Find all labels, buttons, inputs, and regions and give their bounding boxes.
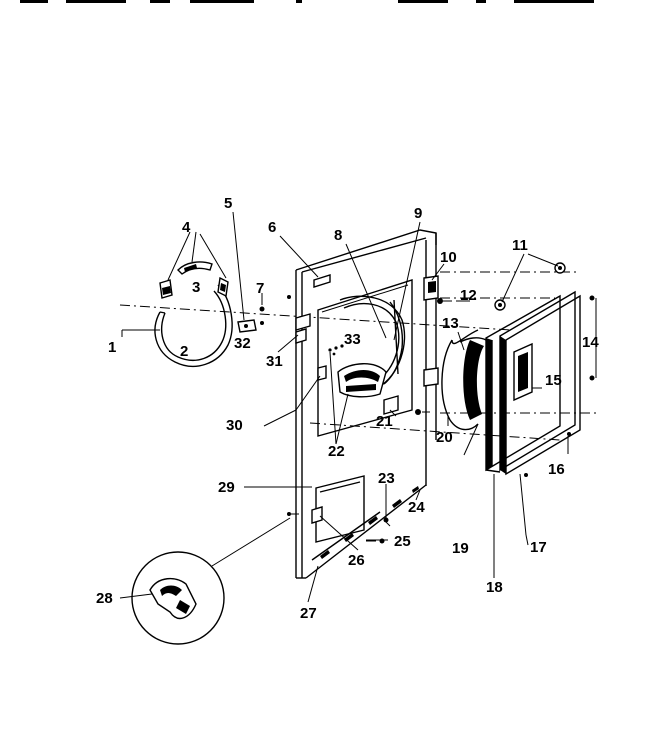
label-4: 4 (182, 219, 191, 236)
label-11: 11 (512, 237, 528, 254)
label-30: 30 (226, 417, 243, 434)
label-15: 15 (545, 372, 562, 389)
part-labels: 1 2 3 4 5 6 7 8 9 10 11 12 13 14 15 16 1… (96, 195, 599, 622)
cropped-header-marks (20, 0, 594, 3)
label-24: 24 (408, 499, 425, 516)
label-22: 22 (328, 443, 345, 460)
label-20: 20 (436, 429, 453, 446)
lint-filter-housing (328, 295, 406, 398)
alignment-lines (119, 271, 600, 441)
seal-segments (159, 261, 229, 299)
label-16: 16 (548, 461, 565, 478)
label-31: 31 (266, 353, 283, 370)
label-3: 3 (192, 279, 200, 296)
door-outer-panel (499, 290, 581, 476)
label-1: 1 (108, 339, 116, 356)
label-2: 2 (180, 343, 188, 360)
label-29: 29 (218, 479, 235, 496)
label-14: 14 (582, 334, 599, 351)
right-hinge (383, 275, 452, 415)
hinge-clip (237, 319, 264, 333)
label-33: 33 (344, 331, 361, 348)
label-18: 18 (486, 579, 503, 596)
hinge-pins (494, 262, 566, 311)
label-9: 9 (414, 205, 422, 222)
detail-inset (131, 517, 291, 645)
label-7: 7 (256, 280, 264, 297)
label-32: 32 (234, 335, 251, 352)
label-5: 5 (224, 195, 232, 212)
label-26: 26 (348, 552, 365, 569)
front-panel (287, 229, 437, 579)
label-28: 28 (96, 590, 113, 607)
door-screws (524, 295, 595, 477)
door-inner-panel (485, 294, 561, 473)
leader-lines (119, 211, 597, 603)
door-inner-window (441, 329, 487, 431)
label-25: 25 (394, 533, 411, 550)
label-13: 13 (442, 315, 459, 332)
door-seal-ring (154, 284, 233, 367)
label-8: 8 (334, 227, 342, 244)
label-21: 21 (376, 413, 393, 430)
label-19: 19 (452, 540, 469, 557)
access-panel (311, 475, 391, 544)
label-17: 17 (530, 539, 547, 556)
label-12: 12 (460, 287, 477, 304)
label-6: 6 (268, 219, 276, 236)
label-23: 23 (378, 470, 395, 487)
label-27: 27 (300, 605, 317, 622)
screw-7 (259, 293, 265, 312)
label-10: 10 (440, 249, 457, 266)
